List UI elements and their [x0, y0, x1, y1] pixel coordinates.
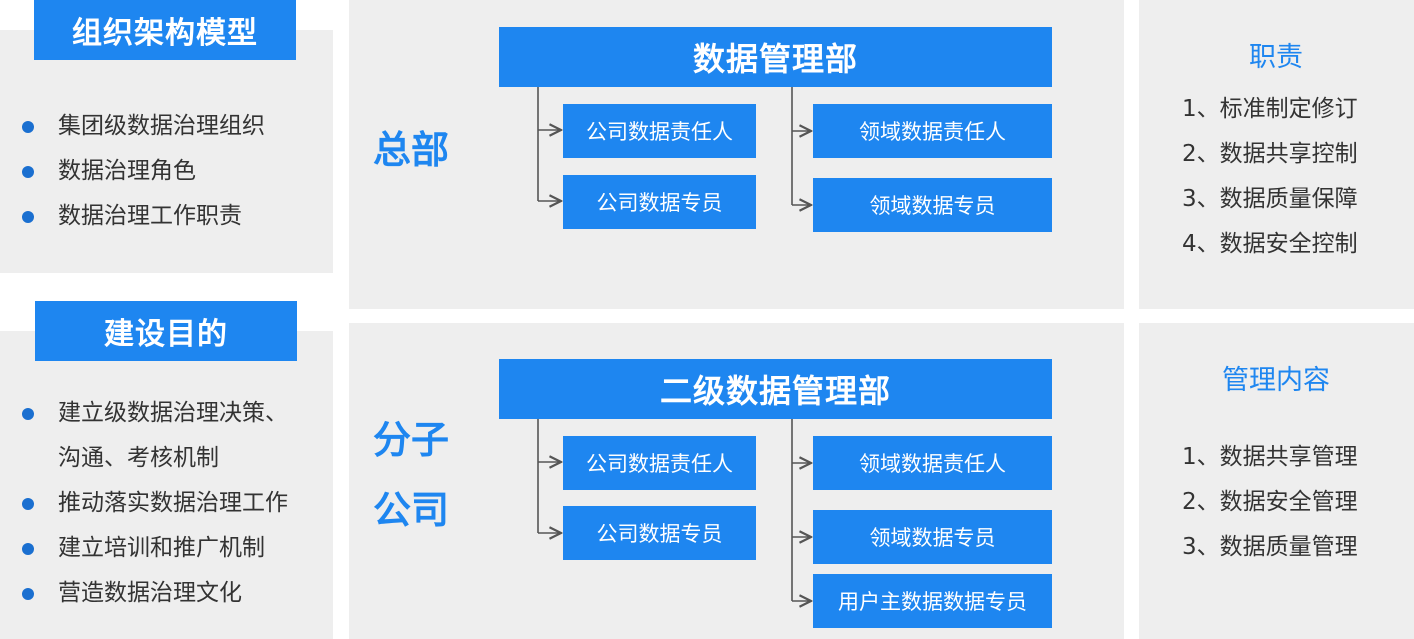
- model-list: 集团级数据治理组织 数据治理角色 数据治理工作职责: [22, 104, 265, 239]
- list-item: 3、数据质量保障: [1182, 186, 1358, 212]
- bullet-dot: [22, 166, 34, 178]
- bullet-dot: [22, 121, 34, 133]
- hq-company-owner-box: 公司数据责任人: [563, 104, 756, 158]
- bullet-dot: [22, 588, 34, 600]
- model-title: 组织架构模型: [34, 0, 296, 60]
- hq-domain-owner-box: 领域数据责任人: [813, 104, 1052, 158]
- duties-panel: [1139, 0, 1414, 309]
- hq-domain-specialist-box: 领域数据专员: [813, 178, 1052, 232]
- list-item: 沟通、考核机制: [58, 445, 219, 471]
- branch-user-master-data-specialist-box: 用户主数据数据专员: [813, 574, 1052, 628]
- list-item: 2、数据共享控制: [1182, 141, 1358, 167]
- duties-list: 1、标准制定修订 2、数据共享控制 3、数据质量保障 4、数据安全控制: [1182, 87, 1358, 267]
- list-item: 1、标准制定修订: [1182, 96, 1358, 122]
- list-item: 集团级数据治理组织: [22, 104, 265, 149]
- hq-dept-box: 数据管理部: [499, 27, 1052, 87]
- purpose-panel: [0, 331, 333, 639]
- list-item: 1、数据共享管理: [1182, 444, 1358, 470]
- list-item: 3、数据质量管理: [1182, 534, 1358, 560]
- mgmt-list: 1、数据共享管理 2、数据安全管理 3、数据质量管理: [1182, 435, 1358, 570]
- branch-domain-owner-box: 领域数据责任人: [813, 436, 1052, 490]
- hq-label: 总部: [373, 128, 450, 172]
- bullet-dot: [22, 498, 34, 510]
- purpose-list: 建立级数据治理决策、 沟通、考核机制 推动落实数据治理工作 建立培训和推广机制 …: [22, 391, 288, 616]
- bullet-dot: [22, 408, 34, 420]
- duties-title: 职责: [1249, 42, 1303, 73]
- list-item: 4、数据安全控制: [1182, 231, 1358, 257]
- hq-company-specialist-box: 公司数据专员: [563, 175, 756, 229]
- branch-company-owner-box: 公司数据责任人: [563, 436, 756, 490]
- mgmt-title: 管理内容: [1222, 365, 1330, 396]
- list-item: 建立级数据治理决策、: [22, 391, 288, 436]
- list-item: 2、数据安全管理: [1182, 489, 1358, 515]
- branch-label-line1: 分子: [373, 418, 450, 462]
- list-item: 数据治理角色: [22, 149, 265, 194]
- bullet-dot: [22, 211, 34, 223]
- branch-dept-box: 二级数据管理部: [499, 359, 1052, 419]
- mgmt-panel: [1139, 323, 1414, 639]
- list-item: 数据治理工作职责: [22, 194, 265, 239]
- list-item: 推动落实数据治理工作: [22, 481, 288, 526]
- list-item: 建立培训和推广机制: [22, 526, 288, 571]
- purpose-title: 建设目的: [35, 301, 297, 361]
- bullet-dot: [22, 543, 34, 555]
- model-panel: [0, 30, 333, 273]
- branch-company-specialist-box: 公司数据专员: [563, 506, 756, 560]
- branch-domain-specialist-box: 领域数据专员: [813, 510, 1052, 564]
- list-item: 营造数据治理文化: [22, 571, 288, 616]
- branch-label-line2: 公司: [373, 488, 450, 532]
